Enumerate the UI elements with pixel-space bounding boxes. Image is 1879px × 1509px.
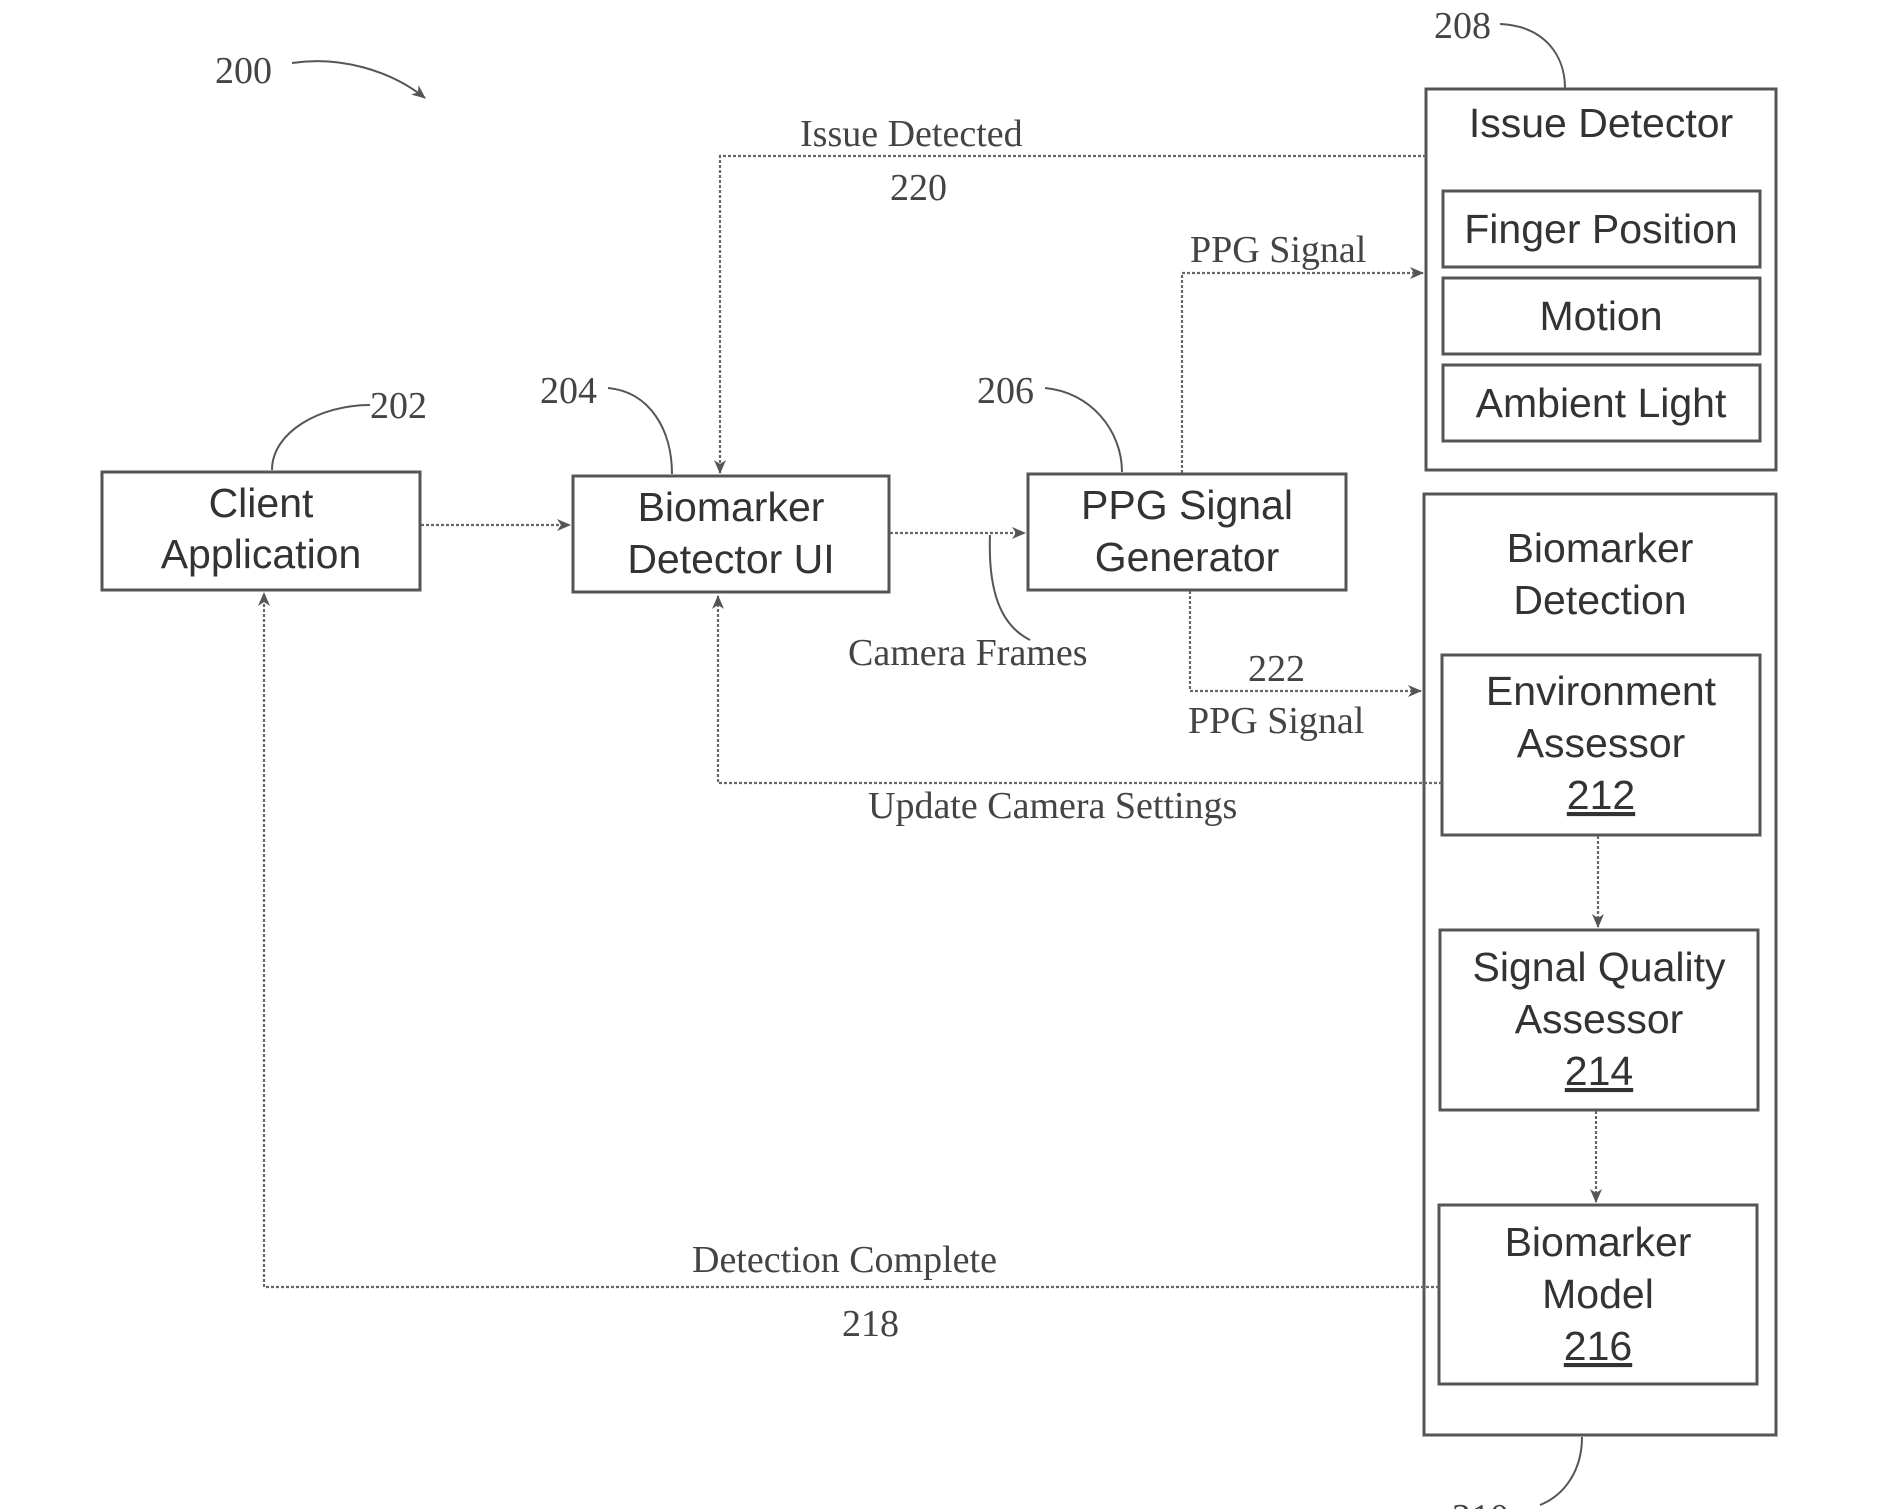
camera-frames-leader xyxy=(990,535,1030,640)
environment-assessor-label-line2: Assessor xyxy=(1517,720,1686,766)
update-camera-settings-label: Update Camera Settings xyxy=(868,785,1237,827)
motion-label: Motion xyxy=(1539,293,1662,339)
issue-detector-node: Issue Detector Finger Position Motion Am… xyxy=(1426,5,1776,470)
ppg-signal-to-detection-ref: 222 xyxy=(1248,648,1305,690)
client-application-ref-leader xyxy=(272,405,370,470)
environment-assessor-label-line1: Environment xyxy=(1486,668,1717,714)
biomarker-model-label-line1: Biomarker xyxy=(1505,1219,1692,1265)
issue-detector-title: Issue Detector xyxy=(1469,100,1733,146)
environment-assessor-ref: 212 xyxy=(1567,772,1635,818)
ppg-signal-to-detection-arrow xyxy=(1190,591,1421,691)
biomarker-model-label-line2: Model xyxy=(1542,1271,1654,1317)
detection-complete-label: Detection Complete xyxy=(692,1239,997,1281)
ambient-light-label: Ambient Light xyxy=(1476,380,1727,426)
biomarker-detection-node: Biomarker Detection Environment Assessor… xyxy=(1424,494,1776,1509)
biomarker-detector-ui-node: Biomarker Detector UI 204 xyxy=(540,370,889,592)
biomarker-detector-ui-ref: 204 xyxy=(540,370,597,412)
client-application-node: Client Application 202 xyxy=(102,385,427,590)
ppg-signal-generator-label-line2: Generator xyxy=(1095,534,1280,580)
biomarker-detection-ref: 210 xyxy=(1452,1497,1509,1509)
camera-frames-label: Camera Frames xyxy=(848,632,1088,674)
figure-ref: 200 xyxy=(215,50,272,92)
detection-complete-arrow xyxy=(264,593,1439,1287)
ppg-signal-generator-ref-leader xyxy=(1045,388,1122,472)
issue-detector-ref-leader xyxy=(1500,24,1565,88)
biomarker-detector-ui-label-line1: Biomarker xyxy=(638,484,825,530)
biomarker-detection-ref-leader xyxy=(1540,1437,1582,1505)
update-camera-settings-arrow xyxy=(718,596,1442,783)
signal-quality-assessor-ref: 214 xyxy=(1565,1048,1633,1094)
figure-ref-arrow xyxy=(292,61,425,98)
ppg-signal-generator-ref: 206 xyxy=(977,370,1034,412)
issue-detector-ref: 208 xyxy=(1434,5,1491,47)
issue-detected-arrow xyxy=(720,156,1426,473)
signal-quality-assessor-label-line2: Assessor xyxy=(1515,996,1684,1042)
issue-detected-ref: 220 xyxy=(890,167,947,209)
signal-quality-assessor-label-line1: Signal Quality xyxy=(1473,944,1726,990)
client-application-ref: 202 xyxy=(370,385,427,427)
detection-complete-ref: 218 xyxy=(842,1303,899,1345)
biomarker-detector-ui-label-line2: Detector UI xyxy=(627,536,834,582)
issue-detected-label: Issue Detected xyxy=(800,113,1023,155)
ppg-signal-generator-label-line1: PPG Signal xyxy=(1081,482,1293,528)
ppg-signal-to-detection-label: PPG Signal xyxy=(1188,700,1364,742)
ppg-signal-to-issue-arrow xyxy=(1182,273,1423,473)
finger-position-label: Finger Position xyxy=(1464,206,1737,252)
client-application-label-line2: Application xyxy=(161,531,362,577)
ppg-signal-generator-node: PPG Signal Generator 206 xyxy=(977,370,1346,590)
biomarker-detection-title-line1: Biomarker xyxy=(1507,525,1694,571)
client-application-label-line1: Client xyxy=(209,480,314,526)
ppg-signal-to-issue-label: PPG Signal xyxy=(1190,229,1366,271)
biomarker-detection-title-line2: Detection xyxy=(1513,577,1686,623)
biomarker-model-ref: 216 xyxy=(1564,1323,1632,1369)
biomarker-detector-ui-ref-leader xyxy=(608,388,672,474)
